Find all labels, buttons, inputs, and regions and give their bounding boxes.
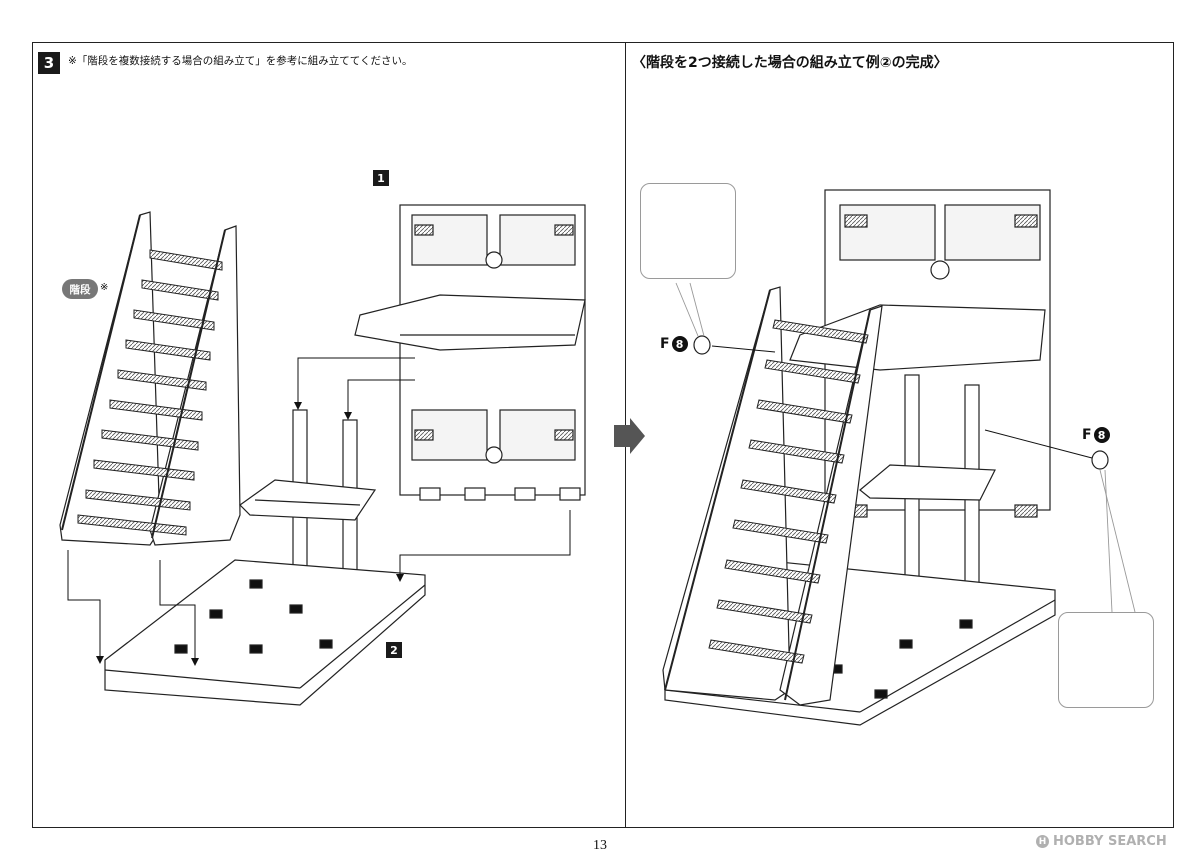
sub-assembly-one-badge: 1 (373, 170, 389, 186)
f8-number-left: 8 (671, 336, 688, 352)
joint-detail-callout-left (640, 183, 736, 279)
step-instruction-note: ※「階段を複数接続する場合の組み立て」を参考に組み立ててください。 (68, 55, 413, 67)
right-panel-title: 〈階段を2つ接続した場合の組み立て例②の完成〉 (632, 55, 948, 71)
page-frame (32, 42, 1174, 828)
watermark: H HOBBY SEARCH (1036, 834, 1167, 849)
f8-number-right: 8 (1093, 427, 1110, 443)
watermark-logo-icon: H (1036, 835, 1049, 848)
direction-arrow (614, 418, 645, 454)
completed-assembly (662, 189, 1056, 726)
f8-joint-parts (693, 335, 1109, 470)
base-plate (104, 559, 426, 706)
staircase-part (59, 211, 241, 546)
sub-assembly-two-badge: 2 (386, 642, 402, 658)
f8-letter-left: F (660, 336, 670, 352)
f8-label-right: F 8 (1082, 427, 1110, 443)
watermark-text: HOBBY SEARCH (1053, 834, 1167, 849)
stairs-part-note: ※ (100, 282, 109, 293)
step-number-badge: 3 (38, 52, 60, 74)
upper-wall-block (354, 204, 586, 501)
f8-letter-right: F (1082, 427, 1092, 443)
joint-detail-callout-right (1058, 612, 1154, 708)
stairs-part-pill: 階段 (62, 279, 98, 299)
f8-label-left: F 8 (660, 336, 688, 352)
page-number: 13 (593, 838, 607, 853)
